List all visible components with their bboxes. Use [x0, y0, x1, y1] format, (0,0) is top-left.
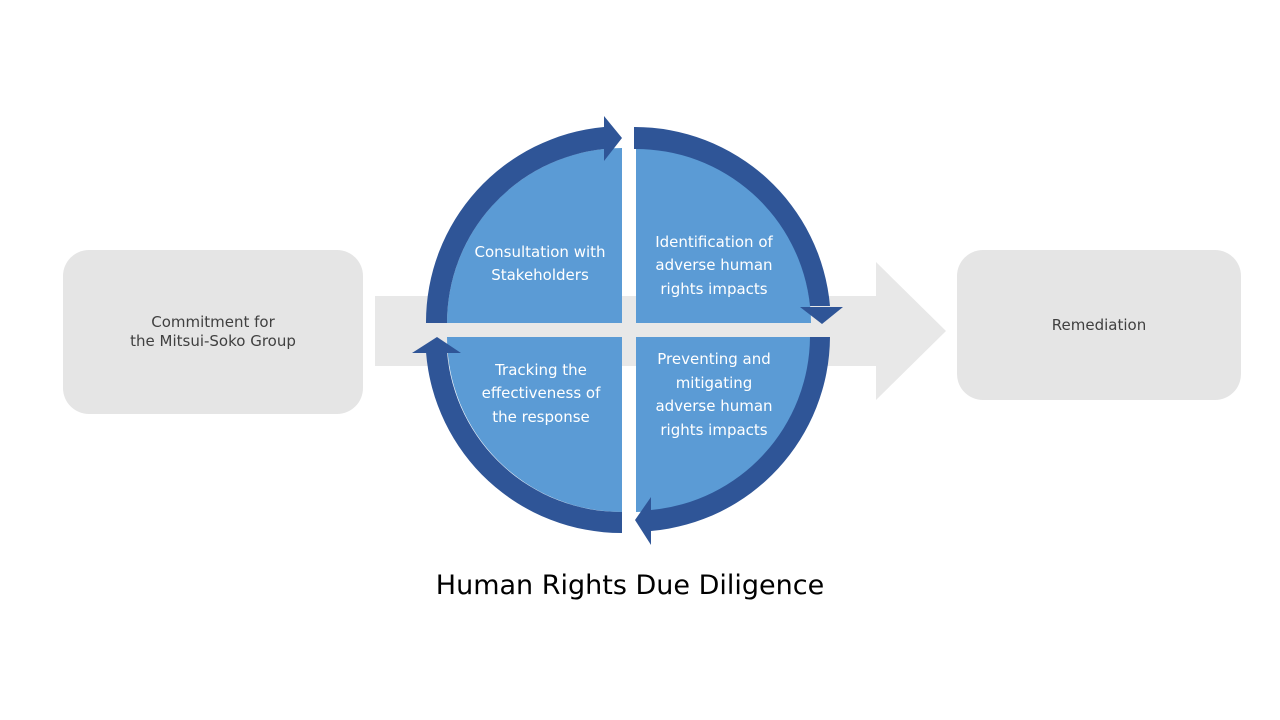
- cycle-arrow-top-right: [634, 126, 830, 306]
- cycle-arrow-bottom-right: [651, 337, 830, 531]
- step-label-identification: Identification of adverse human rights i…: [655, 232, 773, 298]
- arrowhead-top-right: [800, 307, 843, 324]
- diagram-title: Human Rights Due Diligence: [435, 570, 825, 601]
- quadrant-top-left: [447, 148, 622, 323]
- step-label-preventing: Preventing and mitigating adverse human …: [655, 350, 773, 439]
- quadrant-top-right: [636, 148, 811, 323]
- arrowhead-top-left: [604, 116, 622, 161]
- commitment-box: Commitment for the Mitsui-Soko Group: [63, 250, 363, 414]
- remediation-box: Remediation: [957, 250, 1241, 400]
- cycle-arrow-top-left: [425, 127, 604, 323]
- commitment-text: Commitment for the Mitsui-Soko Group: [130, 313, 296, 350]
- step-label-tracking: Tracking the effectiveness of the respon…: [481, 360, 601, 426]
- quadrant-bottom-left: [447, 337, 622, 512]
- remediation-text: Remediation: [1051, 315, 1147, 334]
- step-label-consultation: Consultation with Stakeholders: [474, 242, 606, 285]
- arrowhead-bottom-right: [635, 497, 651, 545]
- cycle-arrow-bottom-left: [426, 352, 622, 534]
- arrowhead-bottom-left: [412, 337, 461, 353]
- quadrant-bottom-right: [636, 337, 811, 512]
